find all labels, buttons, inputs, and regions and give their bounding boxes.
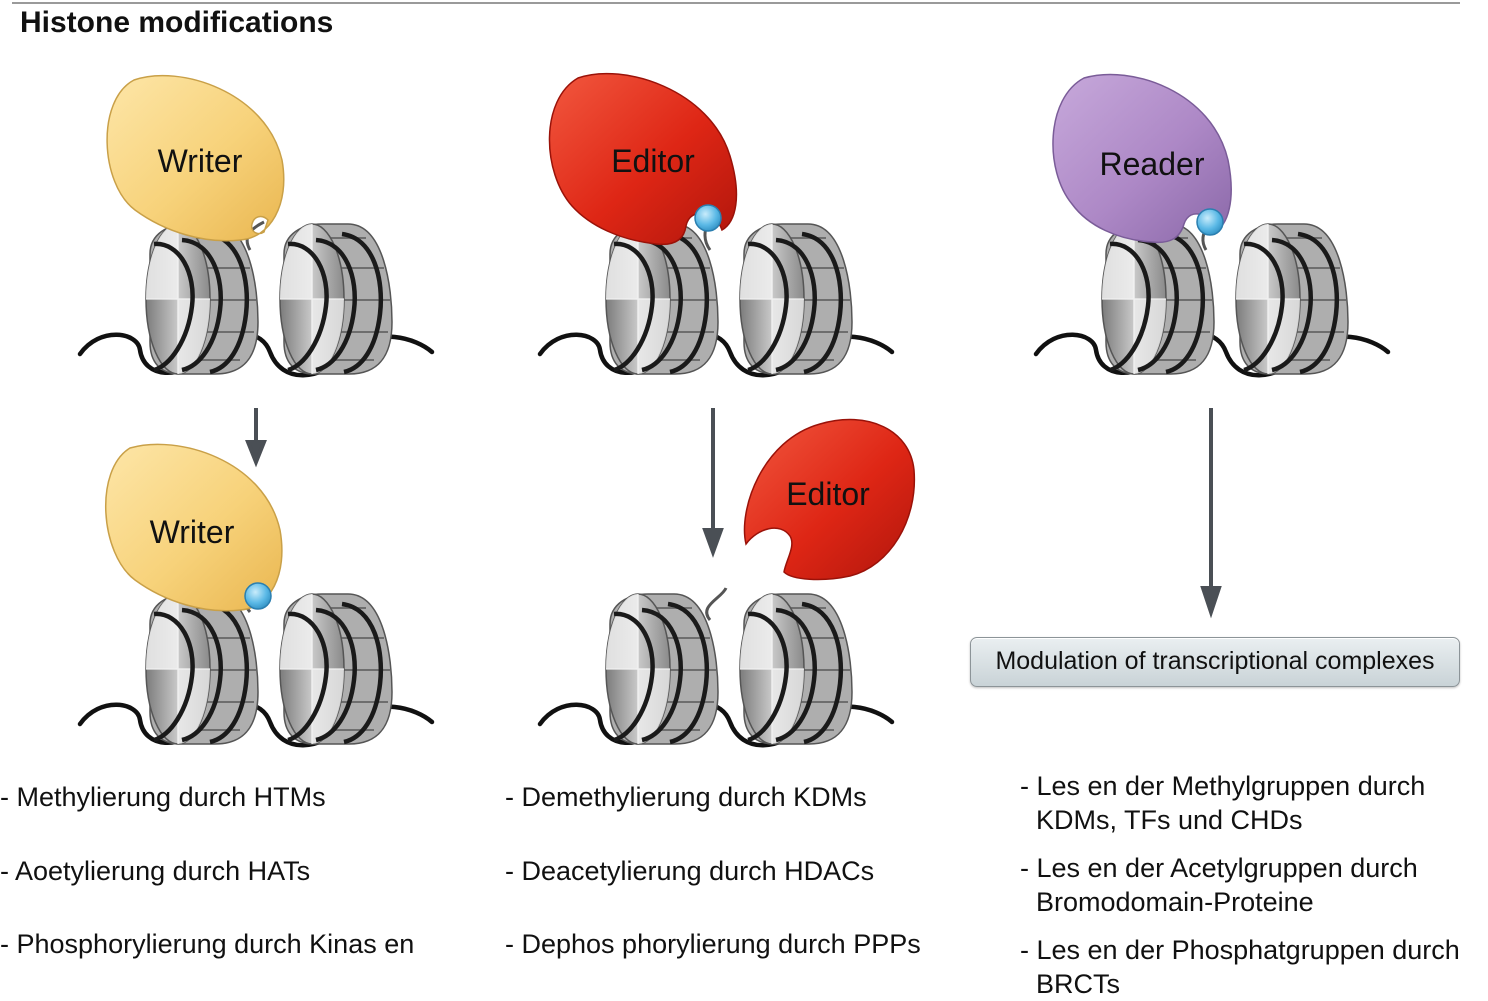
list-item: Bromodomain-Proteine — [1036, 887, 1314, 917]
list-item: BRCTs — [1036, 969, 1121, 999]
list-item: - Deacetylierung durch HDACs — [505, 856, 875, 886]
reader-top-group: Reader — [1036, 73, 1388, 375]
editor-bottom-shape — [743, 418, 916, 581]
writer-top-group: Writer — [80, 74, 432, 376]
list-item: - Phosphorylierung durch Kinas en — [0, 929, 415, 959]
top-rule — [12, 2, 1460, 4]
figure-title: Histone modifications — [20, 6, 334, 39]
list-item: - Les en der Acetylgruppen durch — [1020, 853, 1418, 883]
transcription-modulation-box: Modulation of transcriptional complexes — [970, 637, 1460, 687]
writer-bottom-shape — [105, 443, 283, 612]
writer-list: - Methylierung durch HTMs - Aoetylierung… — [0, 780, 414, 961]
writer-top-shape — [106, 74, 285, 242]
editor-bottom-label: Editor — [786, 476, 870, 512]
editor-list: - Demethylierung durch KDMs - Deacetylie… — [505, 780, 921, 961]
list-item: - Aoetylierung durch HATs — [0, 856, 311, 886]
editor-top-shape — [548, 72, 738, 246]
reader-top-shape — [1052, 73, 1232, 244]
list-item: KDMs, TFs und CHDs — [1036, 805, 1303, 835]
modification-mark-icon — [1196, 208, 1224, 236]
writer-top-label: Writer — [158, 143, 243, 179]
modification-mark-icon — [244, 582, 272, 610]
editor-arrow — [702, 408, 724, 558]
reader-top-label: Reader — [1100, 146, 1205, 182]
editor-top-label: Editor — [611, 143, 695, 179]
editor-bottom-group: Editor — [540, 418, 916, 746]
editor-top-group: Editor — [540, 72, 892, 376]
reader-arrow — [1200, 408, 1222, 619]
list-item: - Methylierung durch HTMs — [0, 782, 326, 812]
list-item: - Les en der Phosphatgruppen durch — [1020, 935, 1460, 965]
writer-arrow — [245, 408, 267, 468]
list-item: - Demethylierung durch KDMs — [505, 782, 867, 812]
modification-mark-icon — [694, 204, 722, 232]
list-item: - Les en der Methylgruppen durch — [1020, 771, 1426, 801]
list-item: - Dephos phorylierung durch PPPs — [505, 929, 921, 959]
reader-list: - Les en der Methylgruppen durch KDMs, T… — [1020, 769, 1460, 1001]
writer-bottom-group: Writer — [80, 443, 432, 745]
writer-bottom-label: Writer — [150, 514, 235, 550]
